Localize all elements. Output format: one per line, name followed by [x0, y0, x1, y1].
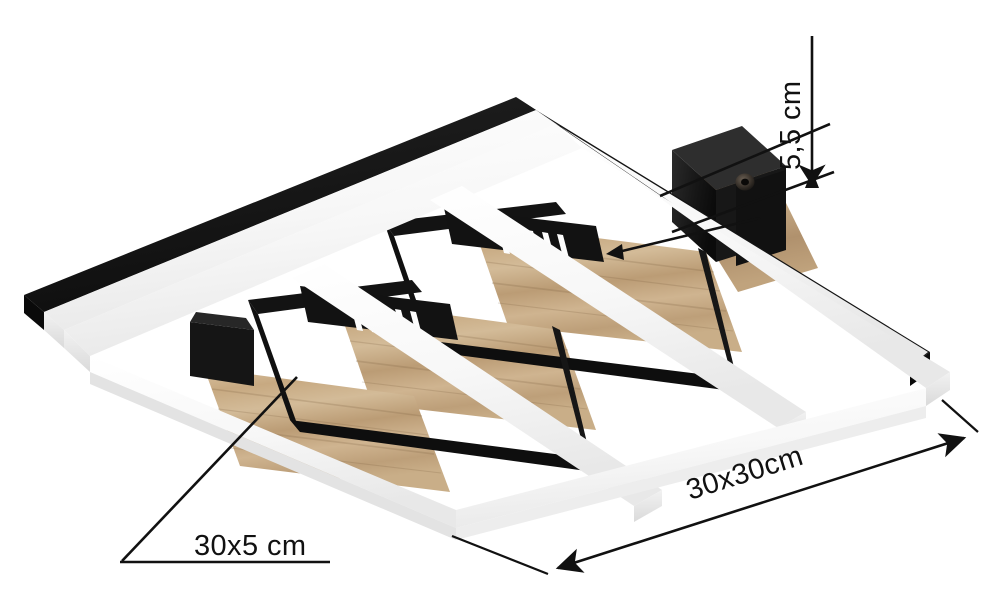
- overall-dimension-line: [555, 433, 967, 573]
- bracket-top-face: [672, 126, 786, 190]
- frame-rail-back-left-end: [24, 295, 44, 330]
- panel-dimension-30x5cm: 30x5 cm: [120, 376, 330, 564]
- overall-extension-left: [451, 534, 549, 576]
- height-dimension-label: 5,5 cm: [775, 81, 807, 170]
- bracket-left-face: [672, 150, 716, 262]
- diffuser-rail-outer-right-edge: [926, 372, 950, 406]
- panel-dimension-label: 30x5 cm: [194, 530, 306, 562]
- diffuser-rail-outer-upper: [64, 124, 582, 356]
- panel-leader-line: [121, 376, 298, 562]
- diffuser-back-left-face: [44, 110, 556, 330]
- lowest-bracket-face: [190, 322, 254, 386]
- wood-panel-leader-arrow: [606, 244, 624, 260]
- inner-frame-lower-left-bar: [248, 300, 300, 432]
- diffuser-rail-outer-right: [556, 124, 950, 388]
- inner-frame-upper-bottom: [424, 340, 740, 392]
- height-arrow-lower: [805, 170, 819, 188]
- overall-extension-right: [941, 399, 979, 433]
- inner-frame-lower-bottom: [290, 420, 594, 472]
- height-extension-line-top: [659, 122, 831, 198]
- height-dimension-5-5cm: 5,5 cm: [659, 36, 835, 234]
- inner-frame-upper-right: [698, 248, 740, 392]
- diffuser-back-left-edge: [44, 312, 64, 348]
- frame-rail-back-left-top: [24, 97, 536, 312]
- inner-black-bracket-lowest: [190, 312, 254, 386]
- wood-panel-leader-line: [617, 216, 761, 254]
- wood-panel-leader-upper: [606, 216, 761, 260]
- bracket-screw-hole: [741, 178, 749, 186]
- diffuser-bottom-left-edge: [90, 372, 456, 540]
- lowest-bracket-top: [190, 312, 254, 330]
- diffuser-rail-bottom-left: [90, 356, 456, 528]
- diffuser-rail-inner-1: [430, 186, 806, 428]
- diffuser-rail-outer-upper-edge: [64, 330, 90, 372]
